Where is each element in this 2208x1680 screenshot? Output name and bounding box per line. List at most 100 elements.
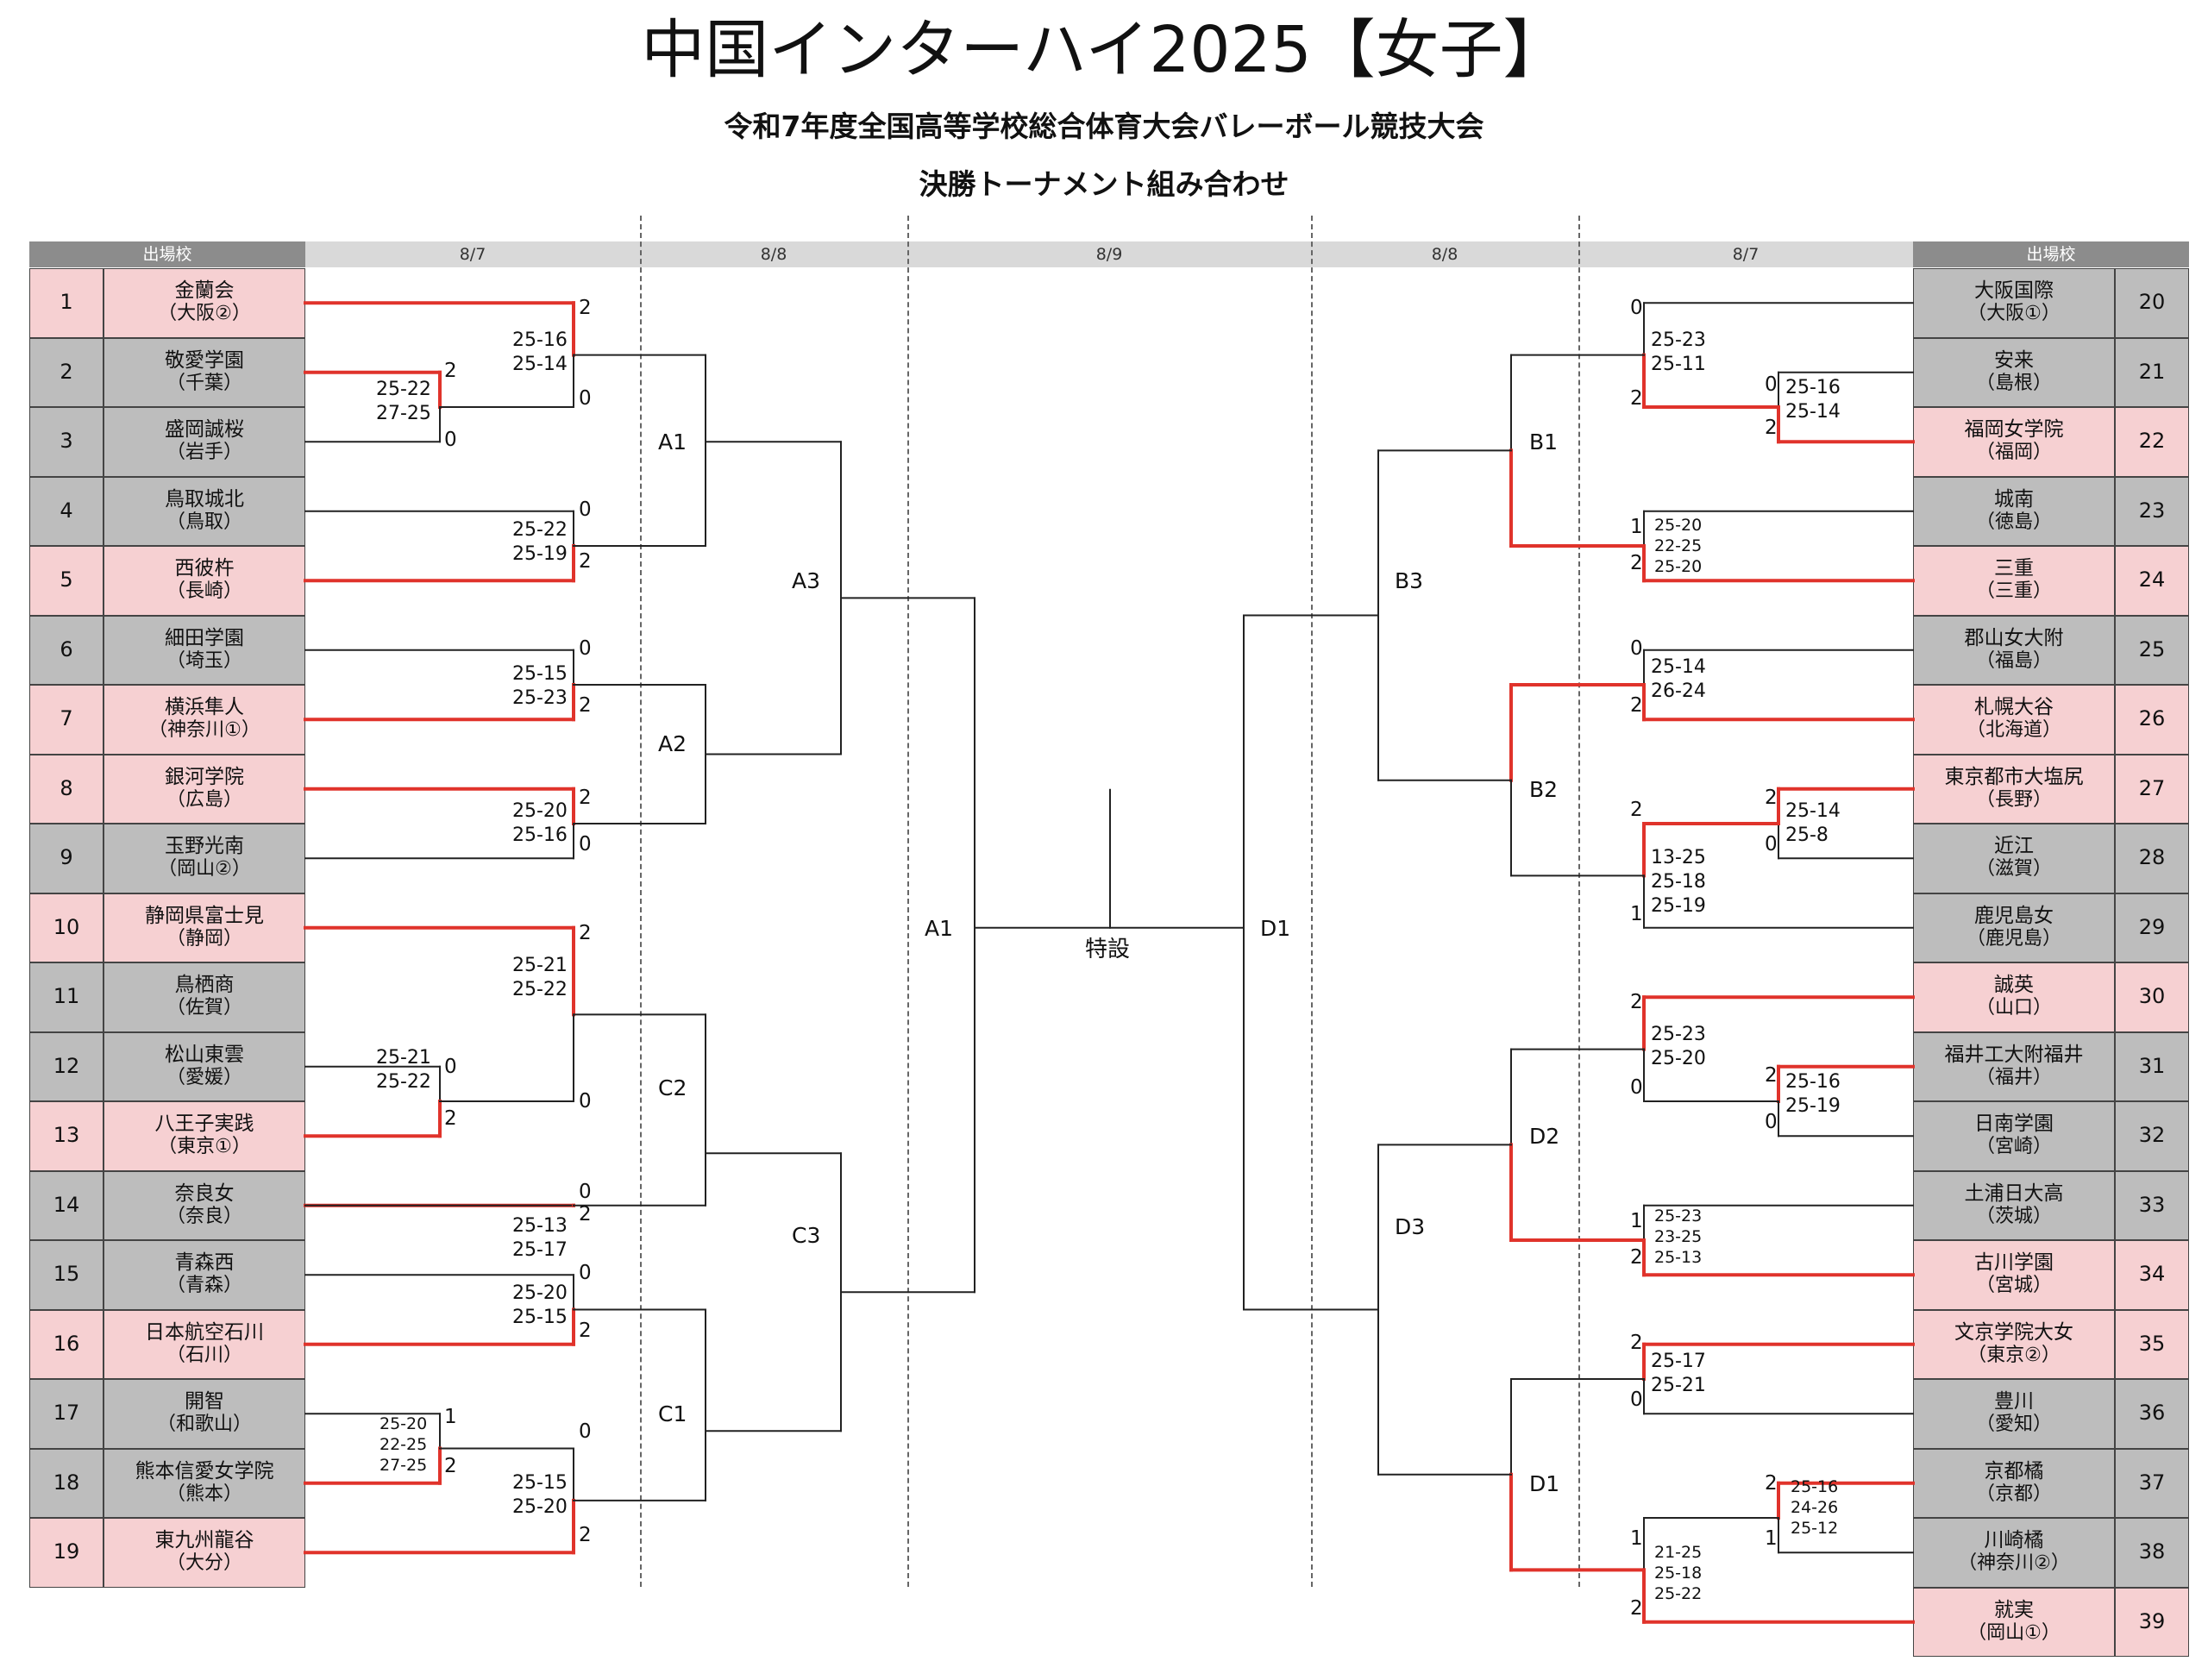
score-label: 25-16 25-14: [1785, 376, 1841, 423]
team-name: 城南: [1994, 487, 2034, 511]
score-label: 25-23 25-20: [1651, 1024, 1706, 1070]
team-seed: 36: [2115, 1379, 2189, 1449]
score-label: 2: [1630, 1596, 1643, 1620]
team-prefecture: （宮崎）: [1975, 1136, 2052, 1157]
team-prefecture: （徳島）: [1975, 511, 2052, 533]
team-row: 玉野光南（岡山②）: [104, 824, 305, 893]
header-date-88-right: 8/8: [1311, 241, 1578, 267]
team-seed: 4: [29, 476, 104, 546]
team-row: 開智（和歌山）: [104, 1379, 305, 1449]
score-label: 0: [1765, 833, 1778, 856]
score-label: 2: [579, 1524, 592, 1547]
score-label: 0: [1765, 1111, 1778, 1134]
score-label: 25-21 25-22: [512, 954, 568, 1000]
team-row: 古川学園（宮城）: [1913, 1240, 2115, 1310]
team-seed: 18: [29, 1448, 104, 1518]
team-row: 川崎橘（神奈川②）: [1913, 1518, 2115, 1588]
team-name: 松山東雲: [165, 1043, 244, 1066]
team-prefecture: （山口）: [1975, 997, 2052, 1019]
team-seed: 17: [29, 1379, 104, 1449]
team-prefecture: （大阪①）: [1967, 303, 2061, 324]
team-name: 川崎橘: [1984, 1529, 2044, 1551]
team-prefecture: （三重）: [1975, 580, 2052, 602]
team-prefecture: （千葉）: [166, 372, 242, 394]
score-label: 2: [1630, 799, 1643, 821]
score-label: 2: [579, 1319, 592, 1342]
team-seed: 13: [29, 1101, 104, 1171]
team-row: 福岡女学院（福岡）: [1913, 407, 2115, 477]
score-label: 1: [1630, 902, 1643, 925]
match-label: B1: [1529, 429, 1559, 455]
page-title: 中国インターハイ2025【女子】: [641, 13, 1567, 87]
team-name: 細田学園: [165, 626, 244, 649]
match-label: A1: [658, 429, 687, 455]
team-seed: 24: [2115, 546, 2189, 616]
team-row: 大阪国際（大阪①）: [1913, 268, 2115, 338]
team-seed: 5: [29, 546, 104, 616]
score-label: 25-14 26-24: [1651, 655, 1706, 702]
team-prefecture: （宮城）: [1975, 1275, 2052, 1296]
team-prefecture: （熊本）: [166, 1483, 242, 1505]
team-prefecture: （神奈川②）: [1958, 1552, 2070, 1574]
match-label: D1: [1260, 915, 1291, 941]
score-label: 25-20 22-25 25-20: [1654, 515, 1703, 576]
score-label: 13-25 25-18 25-19: [1651, 847, 1706, 918]
team-row: 敬愛学園（千葉）: [104, 337, 305, 407]
venue-label: 特設: [1085, 936, 1131, 962]
match-label: A2: [658, 731, 687, 757]
team-name: 郡山女大附: [1964, 626, 2064, 649]
team-name: 大阪国際: [1974, 279, 2054, 302]
team-name: 熊本信愛女学院: [135, 1459, 274, 1483]
match-label: A1: [925, 915, 954, 941]
team-seed: 29: [2115, 893, 2189, 962]
score-label: 25-22 27-25: [376, 378, 431, 424]
team-row: 城南（徳島）: [1913, 476, 2115, 546]
score-label: 25-16 24-26 25-12: [1791, 1476, 1839, 1538]
match-label: C1: [658, 1401, 687, 1427]
score-label: 1: [1765, 1527, 1778, 1551]
score-label: 25-14 25-8: [1785, 799, 1841, 846]
team-seed: 14: [29, 1170, 104, 1240]
header-date-87-right: 8/7: [1578, 241, 1913, 267]
team-seed: 35: [2115, 1309, 2189, 1379]
team-prefecture: （東京①）: [158, 1136, 251, 1157]
team-name: 鳥取城北: [165, 487, 244, 511]
team-seed: 38: [2115, 1518, 2189, 1588]
team-name: 古川学園: [1974, 1251, 2054, 1274]
team-prefecture: （岡山①）: [1967, 1621, 2061, 1644]
team-prefecture: （岩手）: [166, 442, 242, 463]
score-label: 0: [579, 1180, 592, 1203]
score-label: 25-21 25-22: [376, 1046, 431, 1093]
team-seed: 20: [2115, 268, 2189, 338]
team-name: 奈良女: [174, 1182, 235, 1205]
team-prefecture: （和歌山）: [156, 1414, 252, 1435]
divider: [640, 216, 642, 1587]
team-name: 青森西: [174, 1251, 235, 1274]
team-prefecture: （茨城）: [1975, 1205, 2052, 1227]
score-label: 2: [1630, 387, 1643, 410]
score-label: 2: [444, 359, 457, 382]
score-label: 25-16 25-14: [512, 329, 568, 376]
team-seed: 15: [29, 1240, 104, 1310]
team-row: 鳥栖商（佐賀）: [104, 962, 305, 1032]
team-seed: 23: [2115, 476, 2189, 546]
team-name: 八王子実践: [154, 1113, 254, 1135]
score-label: 2: [579, 921, 592, 944]
team-seed: 26: [2115, 685, 2189, 755]
match-label: A3: [792, 568, 821, 594]
team-prefecture: （長野）: [1975, 788, 2052, 811]
score-label: 25-20 25-15: [512, 1282, 568, 1329]
team-name: 銀河学院: [165, 765, 244, 788]
header-right-team: 出場校: [1913, 241, 2189, 267]
team-row: 誠英（山口）: [1913, 962, 2115, 1032]
score-label: 1: [1630, 1527, 1643, 1551]
team-name: 三重: [1994, 557, 2034, 580]
team-prefecture: （奈良）: [166, 1205, 242, 1227]
score-label: 25-23 23-25 25-13: [1654, 1206, 1703, 1267]
score-label: 0: [579, 833, 592, 856]
team-seed: 21: [2115, 337, 2189, 407]
team-row: 東京都市大塩尻（長野）: [1913, 754, 2115, 824]
team-prefecture: （神奈川①）: [148, 719, 260, 741]
team-row: 就実（岡山①）: [1913, 1587, 2115, 1657]
